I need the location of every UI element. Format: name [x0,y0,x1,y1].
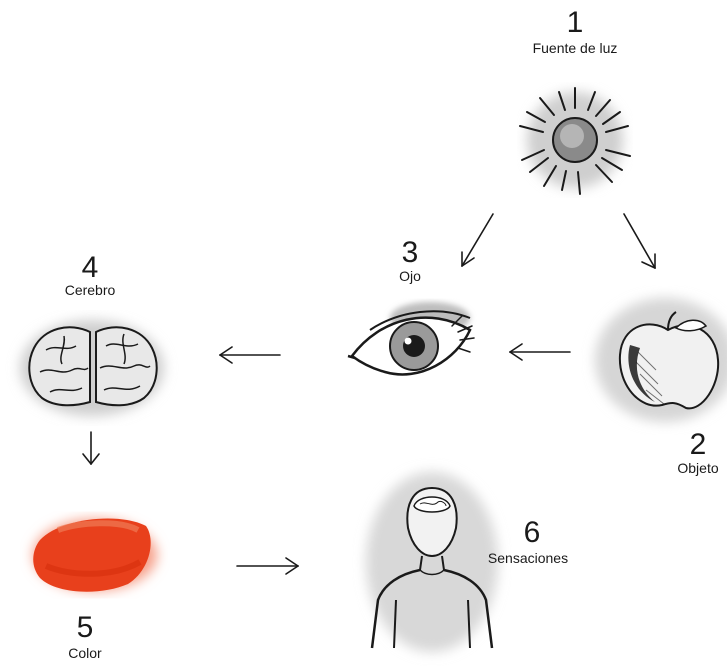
step-label-brain: Cerebro [20,282,160,298]
step-number-eye: 3 [350,238,470,268]
arrow-color-to-sensations [237,558,298,574]
step-label-color: Color [15,645,155,661]
brain-icon [20,320,164,416]
arrow-eye-to-brain [220,347,280,363]
eye-icon [348,302,474,374]
step-number-brain: 4 [30,253,150,283]
step-number-light-source: 1 [515,8,635,38]
step-label-object: Objeto [628,460,727,476]
arrow-sun-to-apple [624,214,655,268]
arrow-apple-to-eye [510,344,570,360]
color-swatch-icon [33,518,157,591]
sun-icon [520,88,630,194]
apple-icon [595,298,727,422]
arrow-brain-to-color [83,432,99,464]
step-number-color: 5 [25,613,145,643]
step-label-sensations: Sensaciones [458,550,598,566]
step-number-object: 2 [638,430,727,460]
step-number-sensations: 6 [472,518,592,548]
step-label-eye: Ojo [340,268,480,284]
step-label-light-source: Fuente de luz [505,40,645,56]
